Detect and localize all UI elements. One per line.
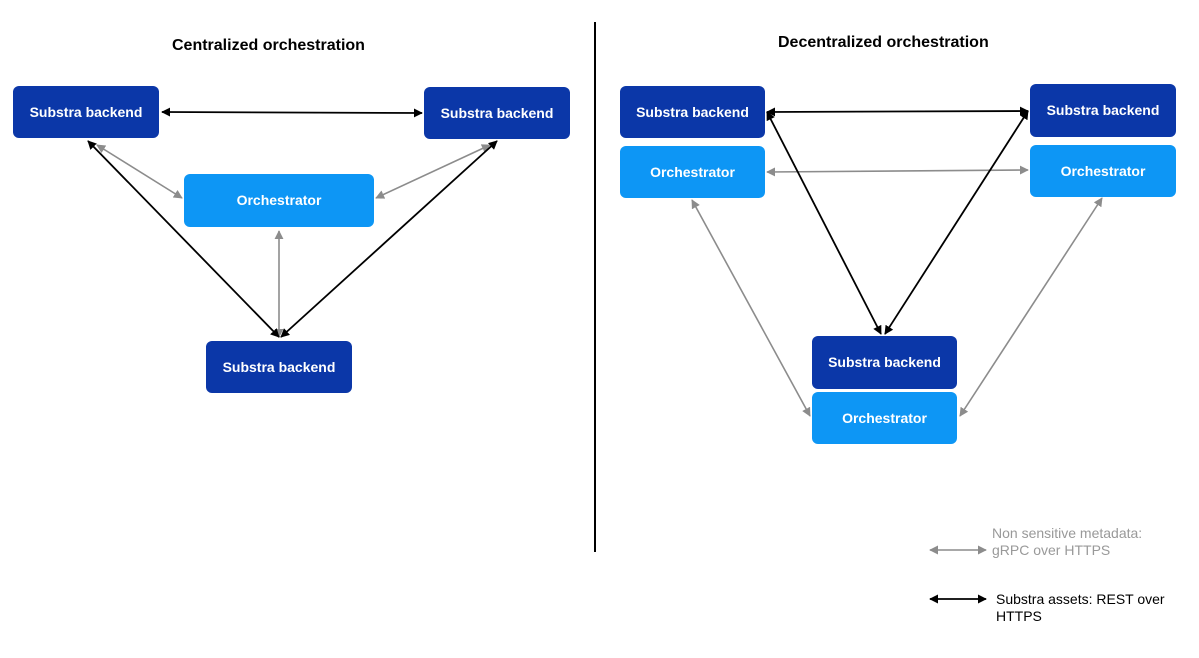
decentral-right-orchestrator: Orchestrator [1030,145,1176,197]
metadata-arrow [691,199,811,417]
central-orchestrator: Orchestrator [184,174,374,227]
central-bottom-backend: Substra backend [206,341,352,393]
central-right-backend: Substra backend [424,87,570,139]
decentral-left-orchestrator: Orchestrator [620,146,765,198]
metadata-arrow [375,144,491,199]
assets-arrow [280,140,498,338]
decentral-right-backend: Substra backend [1030,84,1176,137]
central-left-backend: Substra backend [13,86,159,138]
legend-metadata-label: Non sensitive metadata: gRPC over HTTPS [992,525,1143,558]
centralized-title: Centralized orchestration [172,37,365,54]
assets-arrow [766,111,882,335]
section-divider [594,22,596,552]
decentral-bottom-backend: Substra backend [812,336,957,389]
assets-arrow [766,106,1029,117]
assets-arrow [161,107,423,118]
assets-arrow [87,140,280,338]
legend-assets-label: Substra assets: REST over HTTPS [996,591,1165,624]
metadata-arrow [959,197,1103,417]
decentralized-title: Decentralized orchestration [778,34,989,51]
decentral-left-backend: Substra backend [620,86,765,138]
assets-arrow [884,110,1029,335]
metadata-arrow [96,144,183,199]
decentral-bottom-orchestrator: Orchestrator [812,392,957,444]
